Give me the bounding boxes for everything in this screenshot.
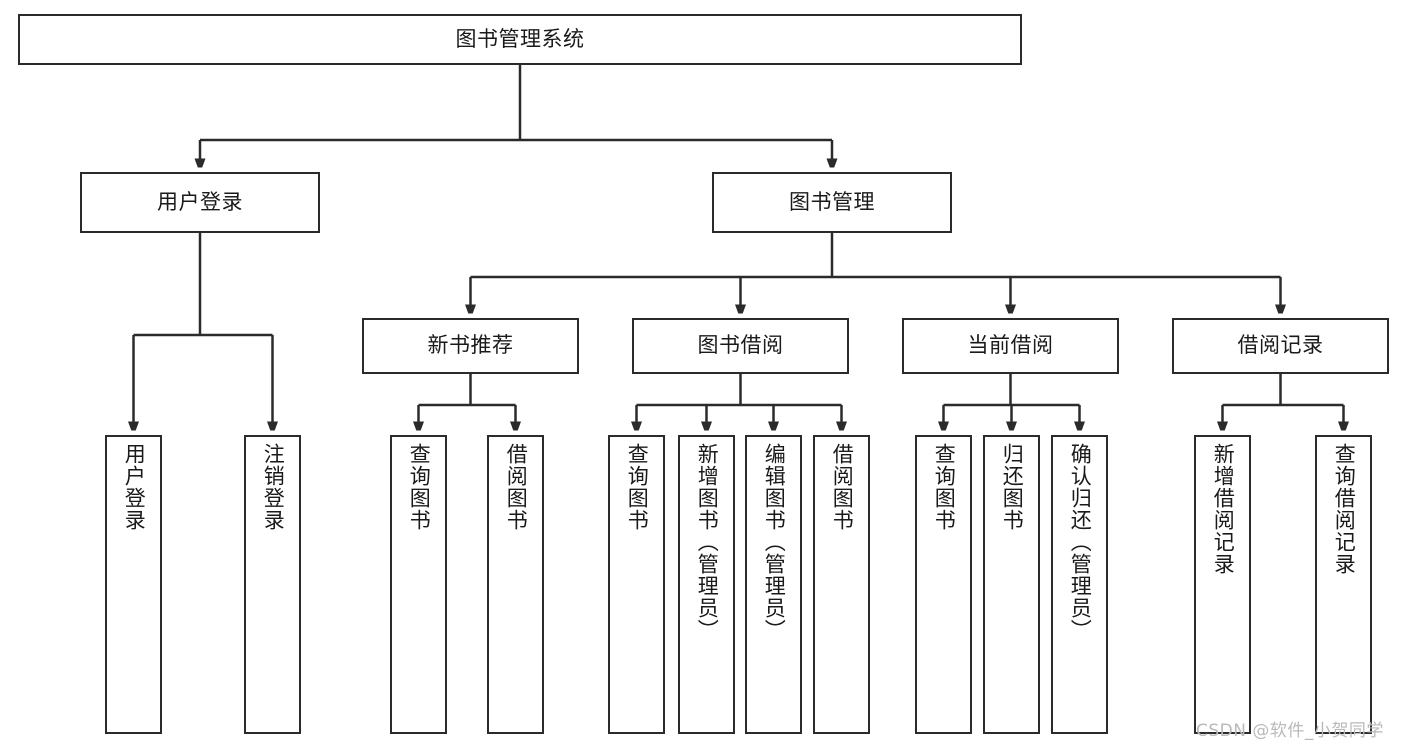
node-label: 确认归还（管理员） [1068,443,1093,641]
node-leaf-query-record[interactable]: 查询借阅记录 [1315,435,1372,734]
node-label: 新书推荐 [427,333,514,358]
node-leaf-add-book[interactable]: 新增图书（管理员） [678,435,735,734]
node-label: 归还图书 [1000,443,1025,531]
node-leaf-return-book[interactable]: 归还图书 [983,435,1040,734]
node-label: 图书借阅 [697,333,784,358]
node-leaf-user-login[interactable]: 用户登录 [105,435,162,734]
node-label: 新增借阅记录 [1211,443,1236,575]
node-label: 查询借阅记录 [1332,443,1357,575]
node-user-login[interactable]: 用户登录 [80,172,320,233]
node-leaf-query-book-3[interactable]: 查询图书 [915,435,972,734]
node-leaf-logout[interactable]: 注销登录 [244,435,301,734]
node-label: 借阅图书 [504,443,529,531]
node-current-borrow[interactable]: 当前借阅 [902,318,1119,374]
node-leaf-query-book-1[interactable]: 查询图书 [390,435,447,734]
node-leaf-add-record[interactable]: 新增借阅记录 [1194,435,1251,734]
node-label: 编辑图书（管理员） [762,443,787,641]
node-borrow-record[interactable]: 借阅记录 [1172,318,1389,374]
node-leaf-query-book-2[interactable]: 查询图书 [608,435,665,734]
node-label: 用户登录 [122,443,147,531]
node-leaf-confirm-return[interactable]: 确认归还（管理员） [1051,435,1108,734]
node-book-manage[interactable]: 图书管理 [712,172,952,233]
node-label: 借阅记录 [1237,333,1324,358]
node-label: 新增图书（管理员） [695,443,720,641]
node-leaf-borrow-book-1[interactable]: 借阅图书 [487,435,544,734]
node-label: 查询图书 [625,443,650,531]
node-label: 借阅图书 [830,443,855,531]
node-root[interactable]: 图书管理系统 [18,14,1022,65]
node-label: 图书管理系统 [455,26,585,51]
node-leaf-borrow-book-2[interactable]: 借阅图书 [813,435,870,734]
node-leaf-edit-book[interactable]: 编辑图书（管理员） [745,435,802,734]
node-label: 图书管理 [789,189,875,214]
node-book-borrow[interactable]: 图书借阅 [632,318,849,374]
node-label: 当前借阅 [967,333,1054,358]
node-label: 用户登录 [157,189,243,214]
node-label: 注销登录 [261,443,286,531]
node-label: 查询图书 [407,443,432,531]
node-label: 查询图书 [932,443,957,531]
watermark: CSDN @软件_小贺同学 [1196,721,1384,741]
node-new-book-recommend[interactable]: 新书推荐 [362,318,579,374]
